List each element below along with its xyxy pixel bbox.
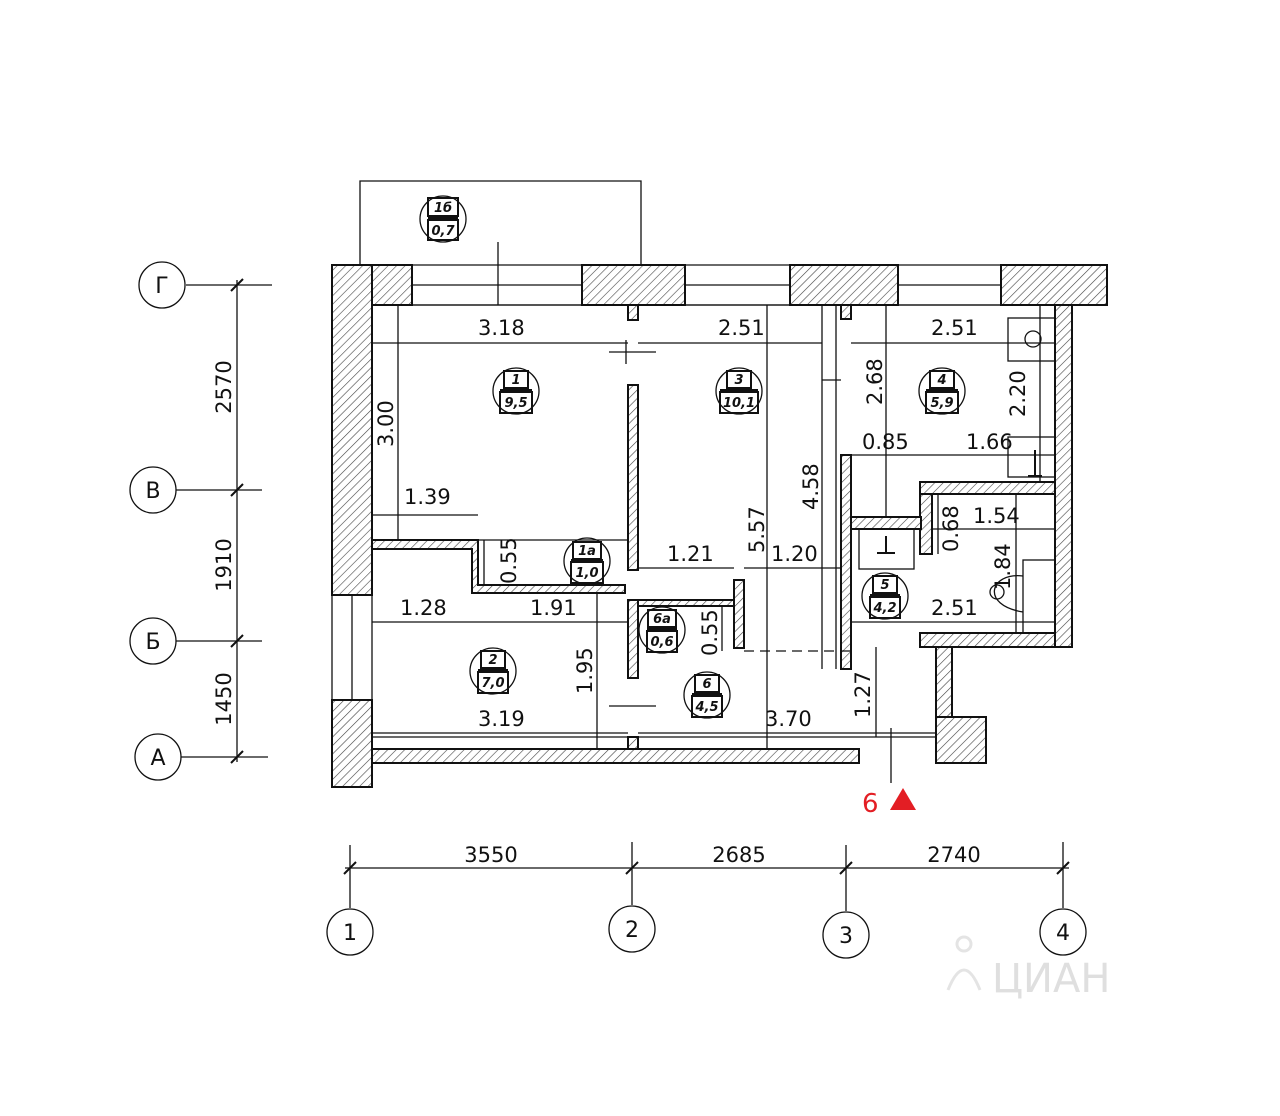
- room-num-1b: 1б: [434, 201, 452, 216]
- col-spacing-1: 3550: [464, 843, 517, 867]
- dim-18: 1.28: [400, 596, 447, 620]
- row-spacing-3: 1450: [212, 672, 236, 725]
- room-area-1a: 1,0: [575, 566, 598, 581]
- dim-23: 1.27: [851, 671, 875, 718]
- col-label-2: 2: [625, 918, 639, 943]
- dim-17: 1.84: [991, 543, 1015, 590]
- room-tag-6a: 6а 0,6: [638, 606, 686, 654]
- dim-6: 2.20: [1006, 370, 1030, 417]
- walls: [331, 264, 1108, 788]
- col-label-4: 4: [1056, 921, 1070, 946]
- col-spacing-3: 2740: [927, 843, 980, 867]
- row-label-g: Г: [155, 274, 168, 299]
- room-num-6a: 6а: [653, 612, 671, 627]
- room-tag-1: 1 9,5: [492, 367, 540, 415]
- room-num-2: 2: [488, 653, 497, 668]
- dim-1: 3.18: [478, 316, 525, 340]
- row-marker-g: Г: [138, 261, 186, 309]
- dim-7: 0.85: [862, 430, 909, 454]
- dim-25: 3.70: [765, 707, 812, 731]
- col-marker-4: 4: [1039, 908, 1087, 956]
- col-spacing-2: 2685: [712, 843, 765, 867]
- dim-8: 1.66: [966, 430, 1013, 454]
- entrance-label: 6: [862, 789, 879, 819]
- row-label-b: Б: [145, 630, 160, 655]
- dimension-lines: [372, 305, 1055, 783]
- room-area-1b: 0,7: [431, 224, 455, 239]
- row-spacing-1: 2570: [212, 360, 236, 413]
- dim-13: 5.57: [745, 506, 769, 553]
- entrance-marker: 6: [862, 788, 916, 819]
- dim-9: 1.39: [404, 485, 451, 509]
- room-num-3: 3: [734, 373, 743, 388]
- room-num-1a: 1а: [578, 544, 596, 559]
- room-area-3: 10,1: [723, 396, 755, 411]
- dim-4: 3.00: [374, 400, 398, 447]
- room-tag-6: 6 4,5: [683, 671, 731, 719]
- dim-24: 3.19: [478, 707, 525, 731]
- room-tag-5: 5 4,2: [861, 572, 909, 620]
- dim-16: 1.20: [771, 542, 818, 566]
- row-label-a: А: [150, 746, 165, 771]
- room-area-2: 7,0: [481, 676, 504, 691]
- row-spacing-2: 1910: [212, 538, 236, 591]
- dim-11: 0.68: [939, 505, 963, 552]
- dim-19: 1.91: [530, 596, 577, 620]
- balcony: [359, 180, 642, 265]
- col-label-3: 3: [839, 924, 853, 949]
- dimension-texts: 3.18 2.51 2.51 3.00 2.68 2.20 0.85 1.66 …: [374, 316, 1030, 731]
- col-label-1: 1: [343, 921, 357, 946]
- room-area-5: 4,2: [872, 601, 896, 616]
- row-marker-b: Б: [129, 617, 177, 665]
- room-area-6: 4,5: [694, 700, 718, 715]
- room-area-1: 9,5: [504, 396, 527, 411]
- dim-21: 2.51: [931, 596, 978, 620]
- dim-15: 1.21: [667, 542, 714, 566]
- col-marker-1: 1: [326, 908, 374, 956]
- dim-5: 2.68: [863, 358, 887, 405]
- room-tag-3: 3 10,1: [715, 367, 763, 415]
- column-axes: 3550 2685 2740 1 2 3 4: [326, 842, 1087, 959]
- row-label-v: В: [145, 479, 160, 504]
- col-marker-2: 2: [608, 905, 656, 953]
- room-tag-1a: 1а 1,0: [563, 537, 611, 585]
- dim-12: 1.54: [973, 504, 1020, 528]
- dim-10: 0.55: [497, 537, 521, 584]
- row-marker-v: В: [129, 466, 177, 514]
- dim-2: 2.51: [718, 316, 765, 340]
- row-marker-a: А: [134, 733, 182, 781]
- room-tag-1b: 1б 0,7: [419, 195, 467, 243]
- row-axes: Г В Б А 2570 1910 1450: [129, 261, 272, 781]
- room-num-4: 4: [936, 373, 946, 388]
- room-num-5: 5: [880, 578, 889, 593]
- interior-lines: [372, 304, 1056, 738]
- room-num-6: 6: [702, 677, 711, 692]
- dim-22: 1.95: [573, 647, 597, 694]
- room-num-1: 1: [511, 373, 520, 388]
- dim-14: 4.58: [799, 463, 823, 510]
- watermark-text: ЦИАН: [992, 956, 1110, 1002]
- room-tag-2: 2 7,0: [469, 647, 517, 695]
- dim-3: 2.51: [931, 316, 978, 340]
- room-area-6a: 0,6: [650, 635, 673, 650]
- room-tag-4: 4 5,9: [918, 367, 966, 415]
- watermark: ЦИАН: [946, 935, 1110, 1002]
- room-tags: 1б 0,7 1 9,5 3 10,1 4 5,9: [419, 195, 966, 719]
- entrance-triangle-icon: [890, 788, 916, 810]
- col-marker-3: 3: [822, 911, 870, 959]
- dim-20: 0.55: [698, 609, 722, 656]
- room-area-4: 5,9: [930, 396, 953, 411]
